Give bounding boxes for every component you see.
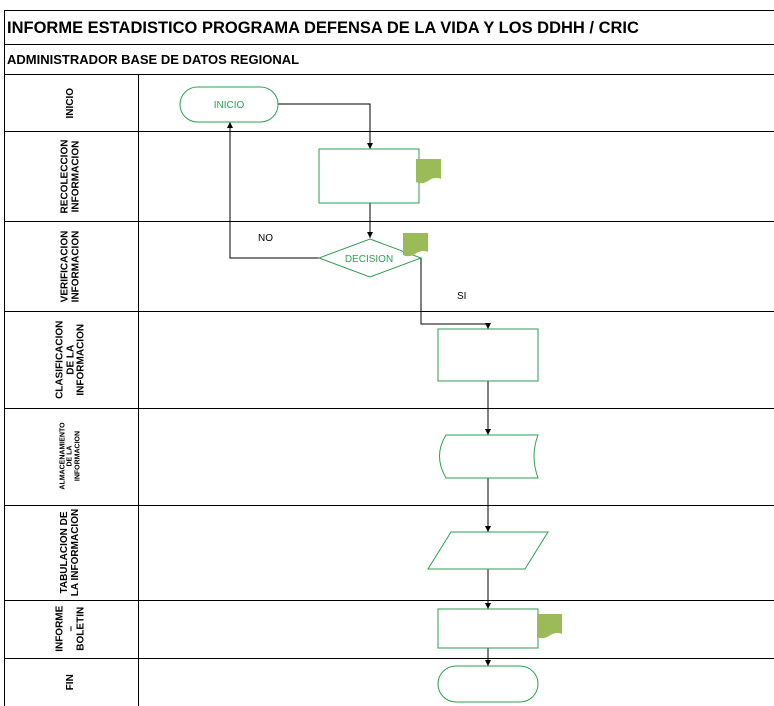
process-clasificacion [437,328,539,382]
no-label: NO [258,233,273,244]
swimlane-grid [4,74,774,706]
connector-decision-no [227,122,319,259]
process-recoleccion [318,148,420,204]
connector-decision-si [420,258,491,329]
end-terminator [437,665,539,703]
document-icon [537,614,562,639]
process-informe [437,608,539,649]
page-title: INFORME ESTADISTICO PROGRAMA DEFENSA DE … [4,10,774,44]
si-label: SI [457,291,466,302]
page-subtitle: ADMINISTRADOR BASE DE DATOS REGIONAL [4,44,774,74]
document-icon [416,159,441,184]
data-parallelogram-tabulacion [427,531,549,570]
document-icon [403,233,428,257]
connector-inicio-recoleccion [278,103,373,149]
flow-connectors [227,103,491,666]
stored-data-almacenamiento [439,434,539,479]
decision-label: DECISION [345,254,393,265]
start-label: INICIO [214,100,245,111]
start-terminator [179,86,279,123]
